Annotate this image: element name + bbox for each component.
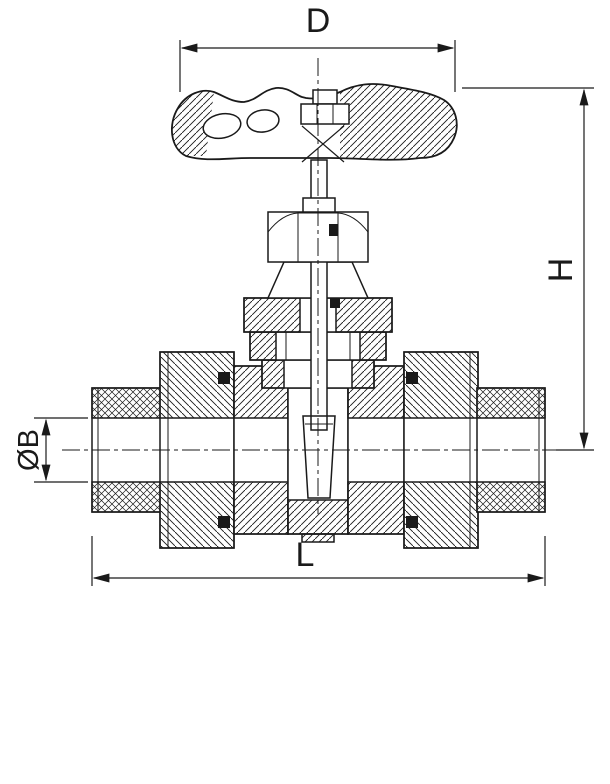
- dimension-label-d: D: [306, 2, 331, 40]
- oring-left-top: [218, 372, 230, 384]
- stem-seal: [329, 224, 338, 236]
- pipe-end-right: [476, 387, 546, 513]
- handwheel-hole-left: [202, 112, 242, 140]
- oring-right-bottom: [406, 516, 418, 528]
- handwheel-hole-right: [246, 109, 280, 133]
- stem-cap-nut: [300, 89, 350, 125]
- oring-right-top: [406, 372, 418, 384]
- dimension-label-l: L: [296, 536, 315, 574]
- dimension-h: H: [462, 87, 594, 451]
- handwheel-right-hatch: [340, 84, 457, 160]
- bonnet-seal: [330, 298, 340, 308]
- seals: [218, 224, 418, 528]
- oring-left-bottom: [218, 516, 230, 528]
- centerlines: [62, 58, 558, 514]
- dimension-b: ØB: [13, 417, 88, 483]
- handwheel-left-hatch: [171, 90, 214, 156]
- dimension-label-h: H: [542, 258, 580, 283]
- dimension-d: D: [179, 2, 456, 92]
- dimension-l: L: [91, 536, 546, 586]
- gate-wedge: [302, 415, 336, 499]
- dimension-label-b: ØB: [13, 429, 45, 471]
